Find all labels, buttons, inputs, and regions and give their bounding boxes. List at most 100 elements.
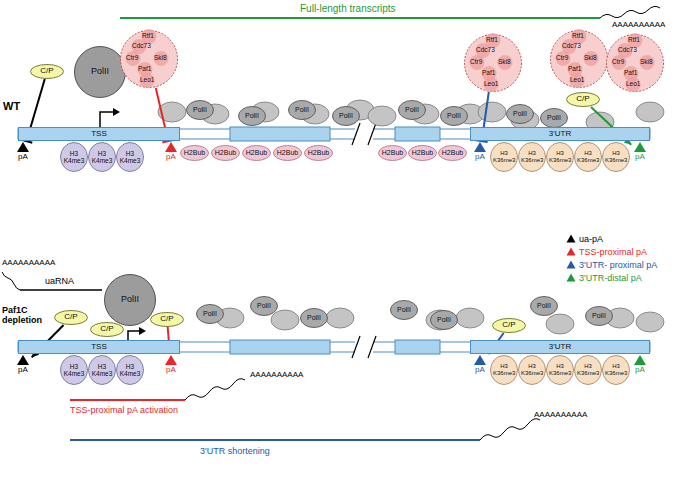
ellipse-shape [197, 305, 224, 324]
site-label: pA [11, 153, 35, 162]
ellipse-shape [75, 47, 126, 98]
legend-triangle [567, 235, 576, 243]
legend-swatch [566, 247, 576, 256]
polii-symbol [636, 312, 664, 332]
exon-box: TSS [18, 127, 180, 141]
tss-arrow [139, 327, 146, 335]
histone-mark: H3 K4me3 [60, 355, 88, 385]
node-text: Rtf1 [628, 36, 640, 43]
subunit [140, 73, 155, 88]
node-text: H3 K36me3 [549, 150, 571, 163]
node-text: H2Bub [246, 149, 267, 157]
legend-swatch [566, 273, 576, 282]
node-text: Ski8 [154, 54, 167, 61]
node-text: Cdc73 [618, 46, 637, 53]
ellipse-shape [289, 101, 316, 120]
ellipse-shape [441, 107, 468, 126]
paf1-complex: Rtf1Cdc73Ctr9Ski8Paf1Leo1 [604, 34, 666, 92]
node-text: TSS [91, 343, 107, 352]
legend-swatch [566, 234, 576, 243]
node-text: Paf1 [568, 65, 581, 72]
histone-mark: H3 K36me3 [490, 355, 518, 385]
break-mark [352, 336, 360, 358]
node-text: C/P [576, 95, 589, 104]
node-text: H3 K4me3 [63, 150, 85, 164]
ellipse-shape [399, 101, 426, 120]
ellipse-shape [333, 107, 360, 126]
node-text: H2Bub [215, 149, 236, 157]
node-text: H3 K36me3 [605, 363, 627, 376]
cleavage-factor: C/P [492, 318, 526, 333]
polya-triangle [165, 355, 177, 365]
histone-mark: H3 K36me3 [602, 142, 630, 172]
tss-arrow [100, 112, 113, 127]
node-text: PolII [193, 106, 207, 114]
histone-mark: H2Bub [378, 145, 407, 161]
node-text: Cdc73 [476, 46, 495, 53]
node-text: H2Bub [308, 149, 329, 157]
histone-mark: H2Bub [438, 145, 467, 161]
ellipse-shape [431, 311, 458, 330]
ellipse-shape [239, 107, 266, 126]
ellipse-shape [519, 356, 546, 385]
exon-shape [471, 341, 650, 354]
ellipse-shape [409, 146, 437, 161]
cleavage-factor: C/P [150, 312, 184, 327]
panel-label: Paf1C depletion [2, 305, 48, 326]
node-text: PolII [121, 295, 139, 305]
subunit [470, 55, 485, 70]
node-text: Rtf1 [572, 32, 584, 39]
polya-triangle [165, 142, 177, 152]
polya-tail-label: AAAAAAAAAA [2, 258, 55, 267]
exon-box: TSS [18, 340, 180, 354]
ellipse-shape [105, 275, 156, 326]
node-text: C/P [40, 67, 53, 76]
polii-symbol: PolII [250, 296, 278, 316]
polii-symbol: PolII [196, 304, 224, 324]
ellipse-shape [89, 143, 116, 172]
node-text: PolII [397, 306, 411, 314]
legend-triangle [567, 261, 576, 269]
legend-row: 3'UTR-distal pA [566, 271, 657, 284]
polii-symbol [271, 310, 299, 330]
ellipse-shape [603, 143, 630, 172]
node-text: H3 K36me3 [577, 363, 599, 376]
site-label: pA [628, 366, 652, 375]
node-text: H3 K36me3 [577, 150, 599, 163]
node-text: H3 K36me3 [605, 150, 627, 163]
polii-symbol: PolII [186, 100, 214, 120]
node-text: 3'UTR [549, 343, 571, 352]
ellipse-shape [493, 319, 526, 333]
node-text: PolII [537, 302, 551, 310]
legend-row: 3'UTR- proximal pA [566, 258, 657, 271]
polya-site: pA [15, 142, 31, 164]
polii-symbol: PolII [440, 106, 468, 126]
ellipse-shape [301, 309, 328, 328]
polya-tail [480, 419, 540, 440]
histone-mark: H3 K36me3 [518, 355, 546, 385]
subunit [612, 55, 627, 70]
ellipse-shape [251, 297, 278, 316]
node-text: Cdc73 [562, 42, 581, 49]
polii-symbol: PolII [585, 306, 613, 326]
ellipse-shape [61, 143, 88, 172]
histone-mark: H3 K36me3 [518, 142, 546, 172]
ellipse-shape [305, 146, 333, 161]
node-text: C/P [160, 315, 173, 324]
node-text: Cdc73 [132, 42, 151, 49]
legend-row: ua-pA [566, 232, 657, 245]
legend-row: TSS-proximal pA [566, 245, 657, 258]
subunit [484, 77, 499, 92]
subunit [126, 51, 141, 66]
ellipse-shape [391, 301, 418, 320]
legend-swatch [566, 260, 576, 269]
exon-shape [19, 128, 180, 141]
polii-symbol [478, 102, 506, 122]
histone-mark: H2Bub [242, 145, 271, 161]
polii-complex: PolII [74, 46, 126, 98]
node-text: H2Bub [412, 149, 433, 157]
node-text: TSS [91, 130, 107, 139]
polya-triangle [634, 142, 646, 152]
histone-mark: H2Bub [304, 145, 333, 161]
